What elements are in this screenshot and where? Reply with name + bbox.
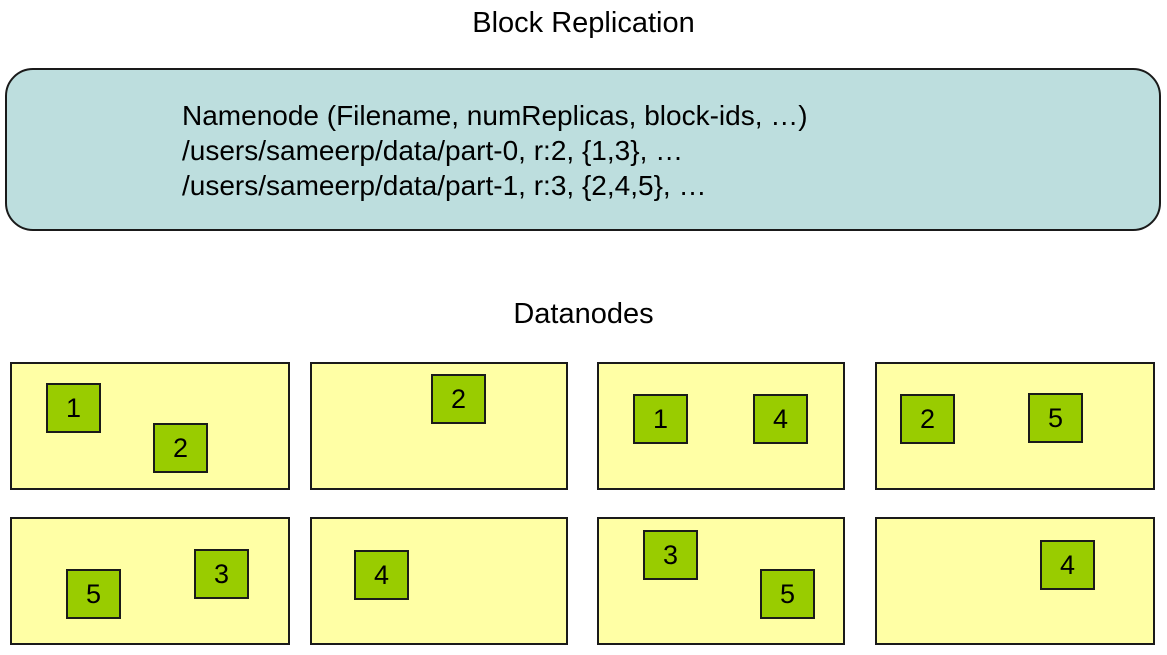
block-2: 2	[431, 374, 486, 424]
datanode-6: 4	[310, 517, 568, 645]
block-5: 5	[66, 569, 121, 619]
block-2: 2	[900, 394, 955, 444]
block-4: 4	[354, 550, 409, 600]
datanodes-label: Datanodes	[513, 298, 654, 330]
namenode-file-entry-part1: /users/sameerp/data/part-1, r:3, {2,4,5}…	[182, 170, 707, 201]
block-4: 4	[1040, 540, 1095, 590]
namenode-signature-line: Namenode (Filename, numReplicas, block-i…	[182, 100, 808, 131]
diagram-title: Block Replication	[472, 7, 695, 39]
datanode-8: 4	[875, 517, 1155, 645]
block-5: 5	[760, 569, 815, 619]
block-3: 3	[643, 530, 698, 580]
datanode-2: 2	[310, 362, 568, 490]
block-2: 2	[153, 423, 208, 473]
namenode-box: Namenode (Filename, numReplicas, block-i…	[5, 68, 1161, 231]
namenode-text: Namenode (Filename, numReplicas, block-i…	[182, 98, 808, 203]
namenode-file-entry-part0: /users/sameerp/data/part-0, r:2, {1,3}, …	[182, 135, 684, 166]
block-1: 1	[46, 383, 101, 433]
block-4: 4	[753, 394, 808, 444]
block-3: 3	[194, 549, 249, 599]
block-1: 1	[633, 394, 688, 444]
block-5: 5	[1028, 393, 1083, 443]
